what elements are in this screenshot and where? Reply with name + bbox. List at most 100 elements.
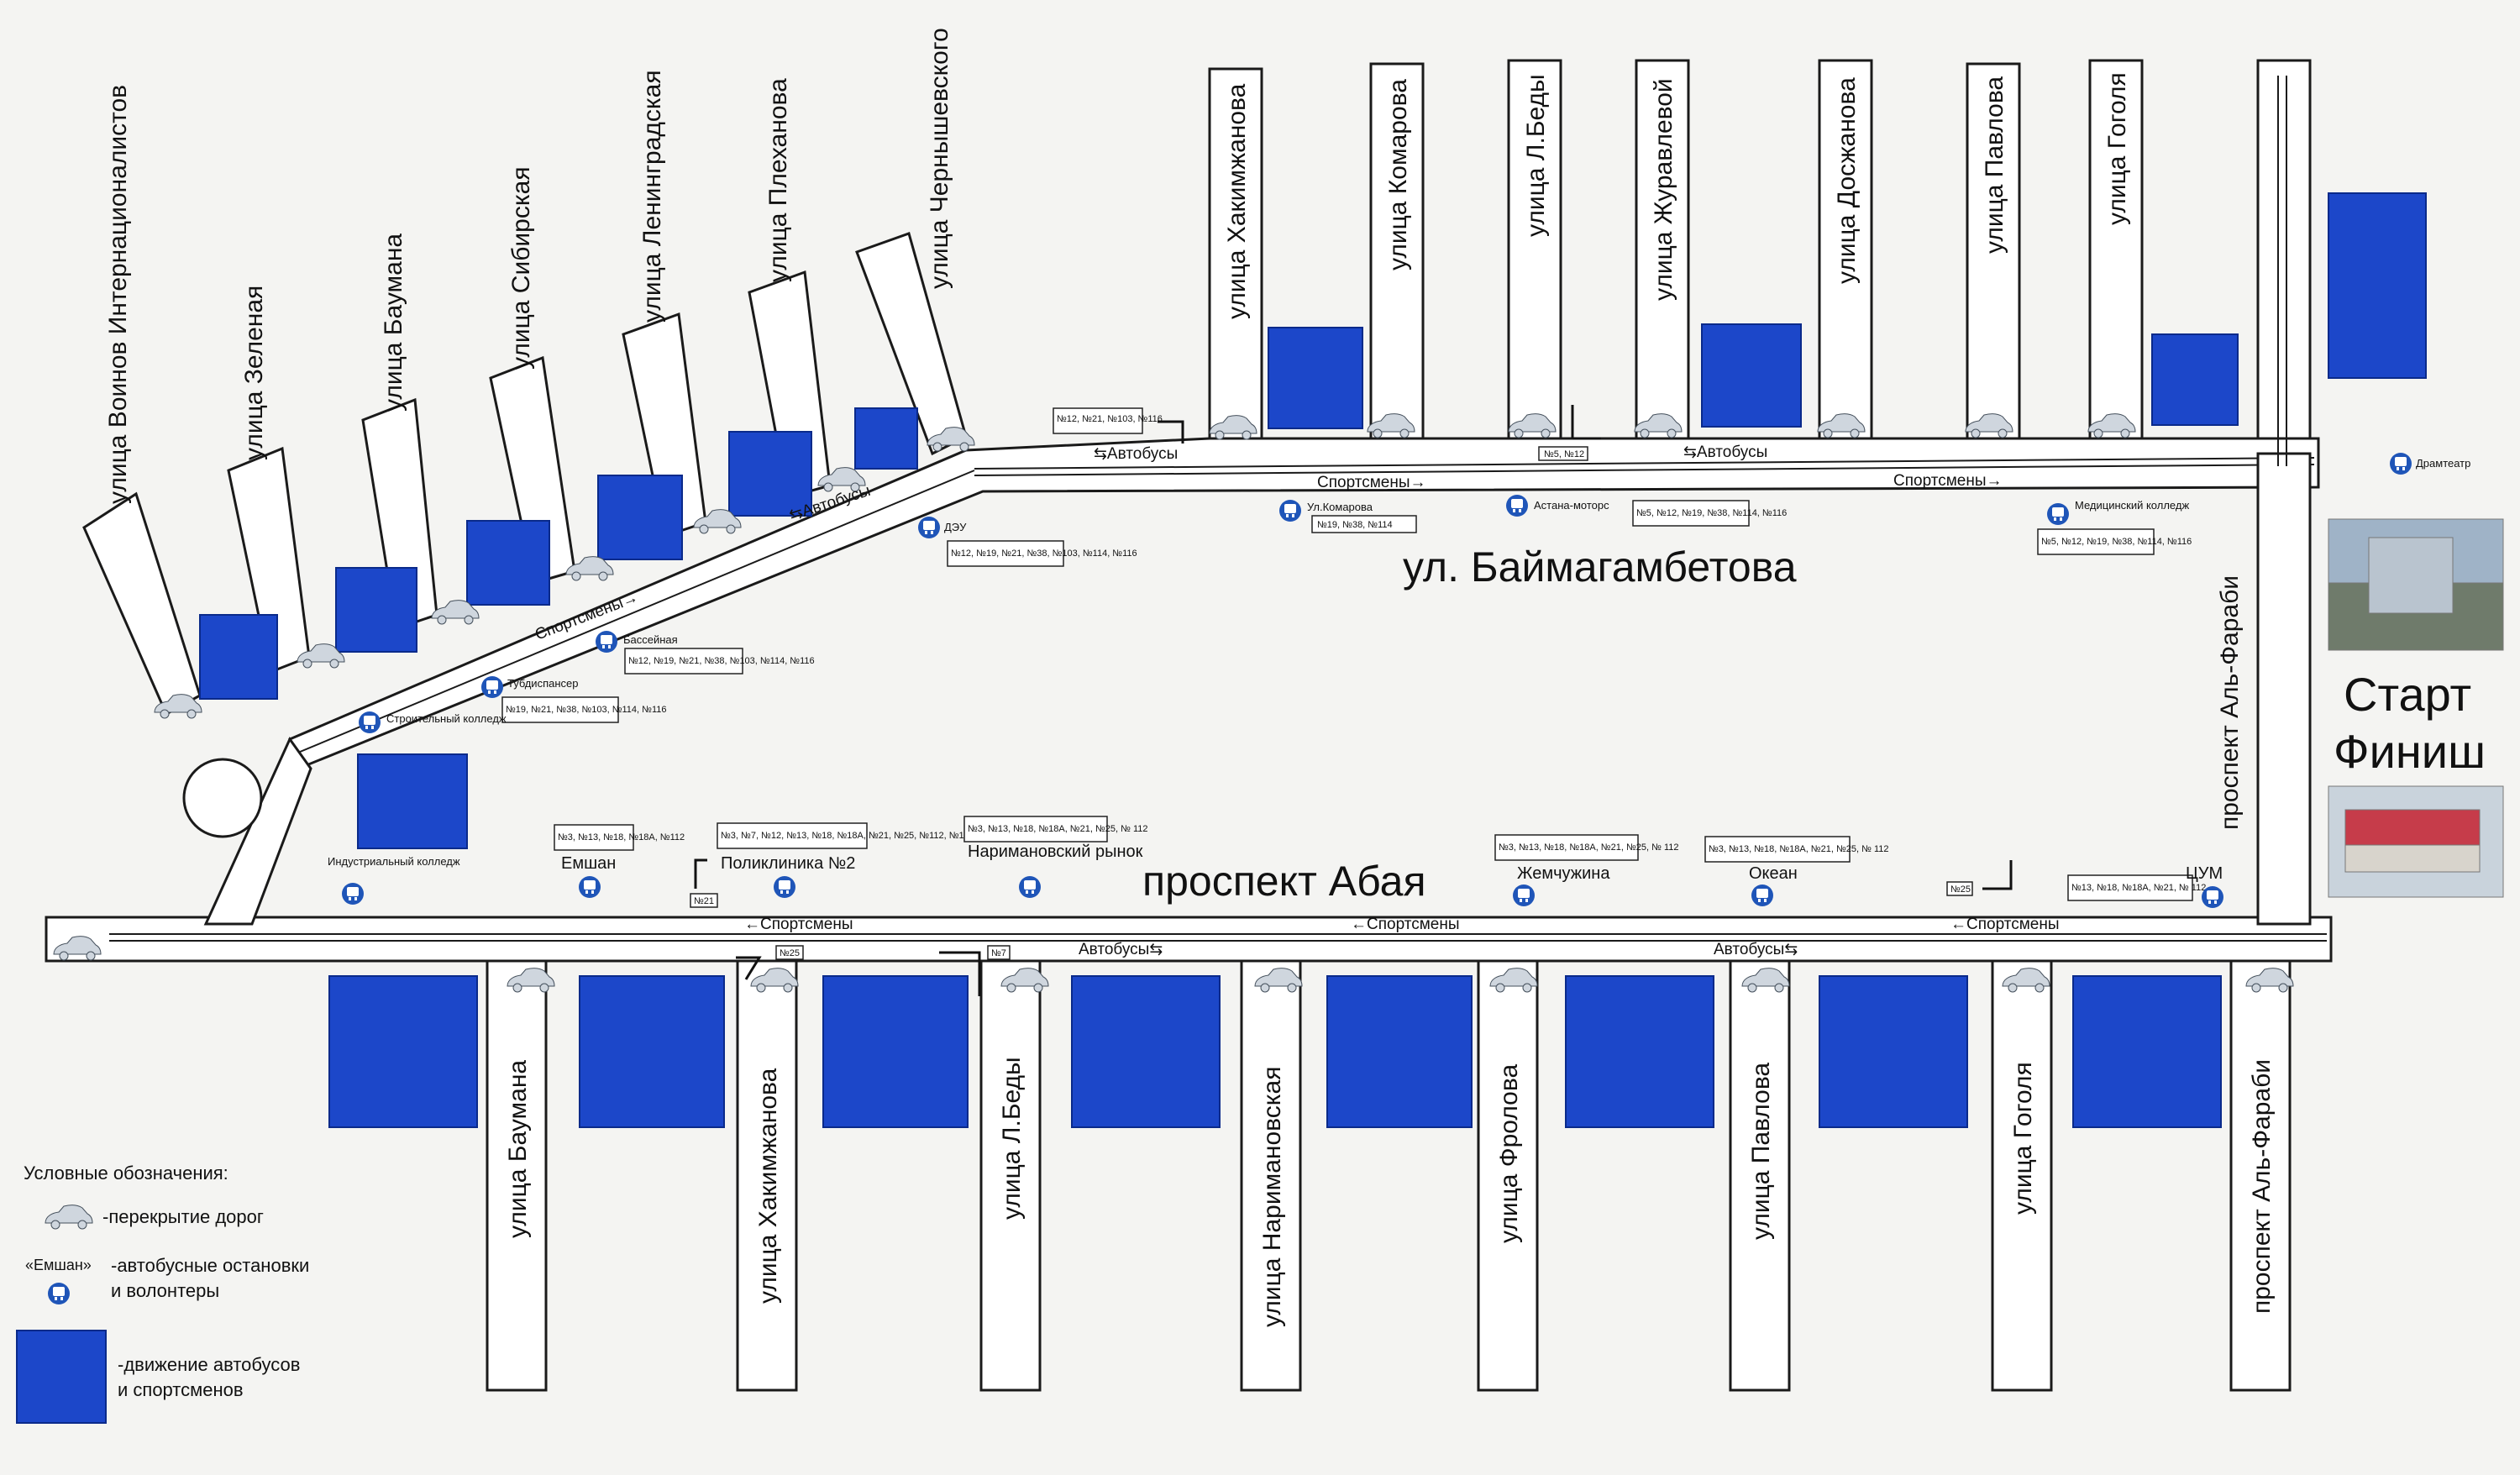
street-name-abay: проспект Абая bbox=[1142, 858, 1426, 905]
street-label: улица Л.Беды bbox=[1522, 74, 1550, 237]
bus-stop-routes: №13, №18, №18А, №21, № 112 bbox=[2071, 883, 2206, 893]
bus-stop-name: Астана-моторс bbox=[1534, 499, 1609, 512]
legend-stop-example: «Емшан» bbox=[25, 1257, 92, 1273]
bus-stop-name: Строительный колледж bbox=[386, 712, 507, 725]
road-ne-6 bbox=[1966, 62, 2021, 440]
road-ne-4 bbox=[1635, 59, 1690, 440]
street-label: проспект Аль-Фараби bbox=[2248, 1059, 2276, 1314]
zone-s-7 bbox=[1819, 975, 1968, 1128]
start-label: Старт bbox=[2344, 668, 2471, 721]
bus-stops-north: Драмтеатр ДЭУ №12, №19, №21, №38, №103, … bbox=[328, 453, 2470, 905]
turn-arrow-icon bbox=[1158, 420, 1184, 444]
bus-stop-routes: №3, №13, №18, №18А, №112 bbox=[558, 832, 685, 842]
bus-stop-icon bbox=[359, 711, 381, 733]
zone-nw-5 bbox=[728, 431, 812, 517]
bus-stop-routes: №3, №13, №18, №18А, №21, №25, № 112 bbox=[1709, 844, 1889, 854]
road-s-1 bbox=[486, 952, 548, 1392]
zone-s-2 bbox=[579, 975, 725, 1128]
turn-arrow-icon bbox=[1571, 405, 1601, 440]
direction-sportsmen: Спортсмены→ bbox=[1317, 474, 1426, 491]
bus-stop-name: Жемчужина bbox=[1517, 864, 1610, 883]
bus-stop-icon bbox=[596, 631, 617, 653]
bus-stop-name: ДЭУ bbox=[944, 521, 967, 533]
zone-west bbox=[357, 753, 468, 849]
street-label: улица Л.Беды bbox=[998, 1057, 1026, 1220]
bus-stop-routes: №3, №13, №18, №18А, №21, №25, № 112 bbox=[1499, 842, 1679, 853]
road-ne-5 bbox=[1818, 59, 1873, 440]
roads bbox=[45, 59, 2333, 1392]
bus-stop-routes: №12, №19, №21, №38, №103, №114, №116 bbox=[628, 656, 815, 666]
street-name-alfarabi: проспект Аль-Фараби bbox=[2216, 575, 2244, 830]
street-label: улица Павлова bbox=[1981, 76, 2008, 254]
bus-stop-routes: №5, №12, №19, №38, №114, №116 bbox=[2041, 537, 2192, 547]
street-label: улица Комарова bbox=[1384, 79, 1412, 270]
zone-ne-2 bbox=[1701, 323, 1802, 428]
legend-stops-2: и волонтеры bbox=[111, 1280, 219, 1301]
bus-stop-icon bbox=[774, 876, 795, 898]
legend-movement-2: и спортсменов bbox=[118, 1379, 244, 1400]
bus-stop-name: Наримановский рынок bbox=[968, 842, 1143, 861]
start-building-photo bbox=[2328, 518, 2504, 651]
zone-nw-3 bbox=[466, 520, 550, 606]
bus-stop-icon bbox=[342, 883, 364, 905]
direction-sportsmen: ←Спортсмены bbox=[744, 916, 853, 933]
bus-stop-name: Медицинский колледж bbox=[2075, 499, 2189, 512]
bus-stops-abay: №3, №13, №18, №18А, №112 Емшан №3, №7, №… bbox=[554, 816, 2223, 908]
turn-route-label: №25 bbox=[780, 948, 800, 958]
bus-stop-name: Бассейная bbox=[623, 633, 678, 646]
zone-s-4 bbox=[1071, 975, 1221, 1128]
direction-sportsmen: ←Спортсмены bbox=[1351, 916, 1460, 933]
legend: Условные обозначения: -перекрытие дорог … bbox=[16, 1163, 309, 1424]
bus-stop-icon bbox=[918, 517, 940, 538]
zone-s-8 bbox=[2072, 975, 2222, 1128]
bus-stop-name: Ул.Комарова bbox=[1307, 501, 1373, 513]
turn-route-label: №5, №12 bbox=[1544, 449, 1584, 459]
road-west-link bbox=[203, 737, 312, 926]
street-label: улица Досжанова bbox=[1833, 77, 1861, 284]
bus-stop-name: Поликлиника №2 bbox=[721, 854, 855, 873]
street-label: улица Баумана bbox=[380, 234, 407, 412]
turn-routes: №12, №21, №103, №116 №5, №12 №21 №25 №7 … bbox=[690, 405, 2013, 996]
road-ne-2 bbox=[1369, 62, 1425, 440]
zone-start bbox=[2328, 192, 2427, 379]
zone-s-3 bbox=[822, 975, 969, 1128]
street-label: улица Журавлевой bbox=[1650, 78, 1677, 301]
road-abay bbox=[45, 916, 2333, 963]
road-baimagambetov bbox=[288, 437, 2320, 771]
bus-stop-name: Драмтеатр bbox=[2416, 457, 2470, 470]
direction-buses: ⇆Автобусы bbox=[1683, 444, 1767, 461]
bus-stop-name: Океан bbox=[1749, 864, 1798, 883]
bus-stop-routes: №19, №21, №38, №103, №114, №116 bbox=[506, 705, 667, 715]
zone-nw-1 bbox=[199, 614, 278, 700]
bus-stop-name: ЦУМ bbox=[2186, 864, 2223, 883]
bus-stop-icon bbox=[1019, 876, 1041, 898]
street-label: улица Хакимжанова bbox=[1223, 83, 1251, 319]
street-labels-ne: улица Хакимжанова улица Комарова улица Л… bbox=[1223, 72, 2131, 319]
direction-buses: Автобусы⇆ bbox=[1714, 941, 1798, 958]
legend-closure: -перекрытие дорог bbox=[102, 1206, 264, 1227]
road-s-3 bbox=[979, 952, 1042, 1392]
bus-stop-name: Емшан bbox=[561, 854, 616, 873]
bus-stop-icon bbox=[2390, 453, 2412, 475]
zone-ne-1 bbox=[1268, 327, 1363, 429]
direction-sportsmen: ←Спортсмены bbox=[1950, 916, 2060, 933]
bus-stop-icon bbox=[2202, 886, 2223, 908]
bus-stop-icon bbox=[1506, 495, 1528, 517]
legend-car-icon bbox=[45, 1205, 93, 1230]
street-label: улица Фролова bbox=[1495, 1064, 1523, 1243]
zone-ne-3 bbox=[2151, 333, 2239, 426]
turn-route-label: №12, №21, №103, №116 bbox=[1057, 414, 1163, 424]
movement-zones bbox=[199, 192, 2427, 1128]
street-label: улица Сибирская bbox=[507, 166, 535, 370]
turn-arrow-icon bbox=[939, 951, 981, 996]
legend-title: Условные обозначения: bbox=[24, 1163, 228, 1184]
turn-route-label: №25 bbox=[1950, 884, 1971, 895]
bus-stop-icon bbox=[1279, 500, 1301, 522]
bus-stop-icon bbox=[2047, 503, 2069, 525]
bus-stop-routes: №12, №19, №21, №38, №103, №114, №116 bbox=[951, 549, 1137, 559]
road-s-6 bbox=[1729, 952, 1791, 1392]
legend-zone-icon bbox=[16, 1330, 107, 1424]
street-label: улица Зеленая bbox=[240, 286, 268, 460]
street-label: улица Хакимжанова bbox=[754, 1068, 782, 1304]
bus-stop-icon bbox=[579, 876, 601, 898]
